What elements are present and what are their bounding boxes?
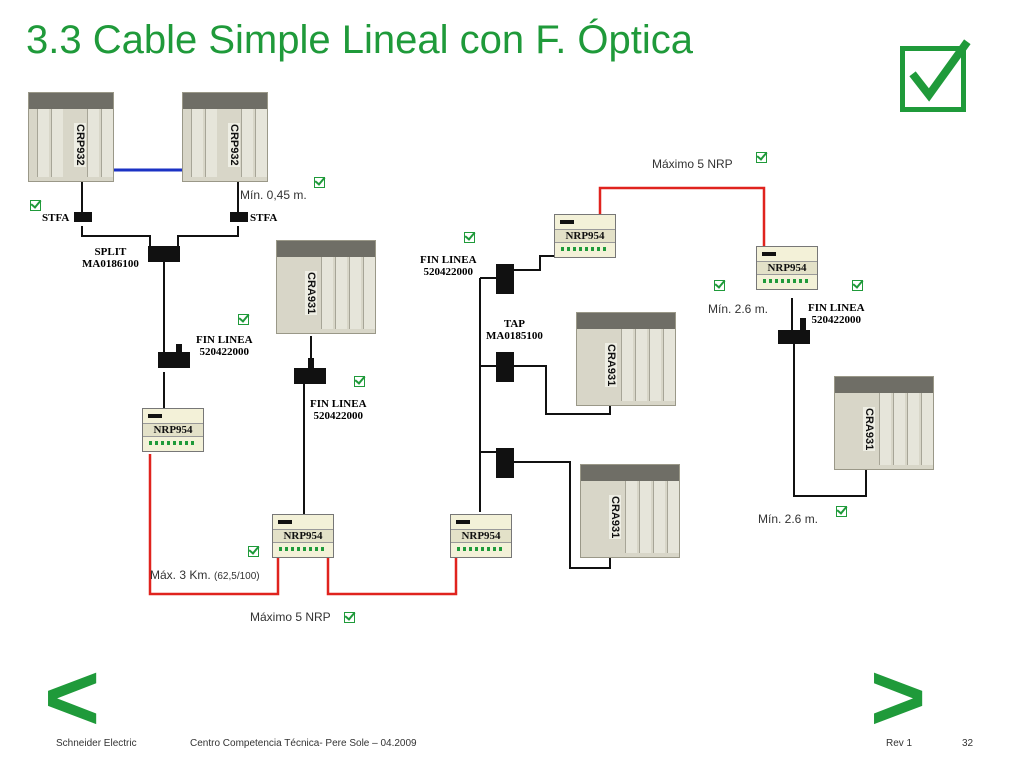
check-icon — [464, 232, 475, 243]
next-slide-button[interactable]: > — [870, 644, 927, 751]
nrp-module-3: NRP954 — [450, 514, 512, 558]
footer-rev: Rev 1 — [886, 738, 913, 749]
previous-slide-button[interactable]: < — [44, 644, 101, 751]
nrp-module-4: NRP954 — [554, 214, 616, 258]
check-icon — [344, 612, 355, 623]
crp-rack-left: CRP932 — [28, 92, 114, 182]
trunk-cables — [81, 178, 867, 569]
note-min-26-a: Mín. 2.6 m. — [708, 302, 769, 316]
big-checkbox-icon — [900, 39, 971, 112]
nrp-3-label: NRP954 — [451, 529, 511, 543]
nrp-module-5: NRP954 — [756, 246, 818, 290]
nrp-4-label: NRP954 — [555, 229, 615, 243]
note-max-5nrp-top: Máximo 5 NRP — [652, 157, 733, 171]
slide-title: 3.3 Cable Simple Lineal con F. Óptica — [26, 18, 694, 62]
fin-linea-3-label: FIN LINEA 520422000 — [420, 254, 477, 278]
footer-center: Centro Competencia Técnica- Pere Sole – … — [190, 738, 417, 749]
fin-linea-4-label: FIN LINEA 520422000 — [808, 302, 865, 326]
fin-linea-2-label: FIN LINEA 520422000 — [310, 398, 367, 422]
fin-linea-3-ref: 520422000 — [423, 266, 474, 278]
check-icon — [314, 177, 325, 188]
crp-right-label: CRP932 — [228, 123, 240, 167]
stfa-right-label: STFA — [250, 212, 278, 224]
cra-rack-4: CRA931 — [834, 376, 934, 470]
note-max-3km: Máx. 3 Km. (62,5/100) — [150, 568, 260, 582]
max-3km-fiber: (62,5/100) — [214, 571, 260, 582]
nrp-module-1: NRP954 — [142, 408, 204, 452]
check-icon — [30, 200, 41, 211]
max-3km-text: Máx. 3 Km. — [150, 568, 211, 582]
fin-linea-4-ref: 520422000 — [811, 314, 862, 326]
fin-linea-1-name: FIN LINEA — [196, 334, 253, 346]
fin-linea-1-label: FIN LINEA 520422000 — [196, 334, 253, 358]
check-icon — [714, 280, 725, 291]
nrp-module-2: NRP954 — [272, 514, 334, 558]
cra-1-label: CRA931 — [305, 271, 317, 316]
check-icon — [248, 546, 259, 557]
cra-rack-3: CRA931 — [580, 464, 680, 558]
stfa-left-label: STFA — [42, 212, 70, 224]
split-ref: MA0186100 — [82, 258, 139, 270]
fin-linea-4-name: FIN LINEA — [808, 302, 865, 314]
cra-3-label: CRA931 — [609, 495, 621, 540]
tap-ref: MA0185100 — [486, 330, 543, 342]
fin-linea-2-ref: 520422000 — [313, 410, 364, 422]
check-icon — [852, 280, 863, 291]
cra-2-label: CRA931 — [605, 343, 617, 388]
split-label: SPLIT MA0186100 — [82, 246, 139, 270]
cra-4-label: CRA931 — [863, 407, 875, 452]
note-max-5nrp-bottom: Máximo 5 NRP — [250, 610, 331, 624]
fiber-cables — [148, 186, 766, 596]
footer-page-number: 32 — [962, 738, 974, 749]
cra-rack-1: CRA931 — [276, 240, 376, 334]
split-name: SPLIT — [94, 246, 127, 258]
nrp-1-label: NRP954 — [143, 423, 203, 437]
crp-rack-right: CRP932 — [182, 92, 268, 182]
crp-left-label: CRP932 — [74, 123, 86, 167]
check-icon — [756, 152, 767, 163]
nrp-2-label: NRP954 — [273, 529, 333, 543]
tap-label: TAP MA0185100 — [486, 318, 543, 342]
fin-linea-1-ref: 520422000 — [199, 346, 250, 358]
cra-rack-2: CRA931 — [576, 312, 676, 406]
connectors — [74, 212, 810, 478]
fin-linea-2-name: FIN LINEA — [310, 398, 367, 410]
fin-linea-3-name: FIN LINEA — [420, 254, 477, 266]
nrp-5-label: NRP954 — [757, 261, 817, 275]
note-min-045: Mín. 0,45 m. — [240, 188, 307, 202]
tap-name: TAP — [503, 318, 525, 330]
note-min-26-b: Mín. 2.6 m. — [758, 512, 819, 526]
footer-company: Schneider Electric — [56, 738, 137, 749]
check-icon — [238, 314, 249, 325]
check-icon — [836, 506, 847, 517]
check-icon — [354, 376, 365, 387]
